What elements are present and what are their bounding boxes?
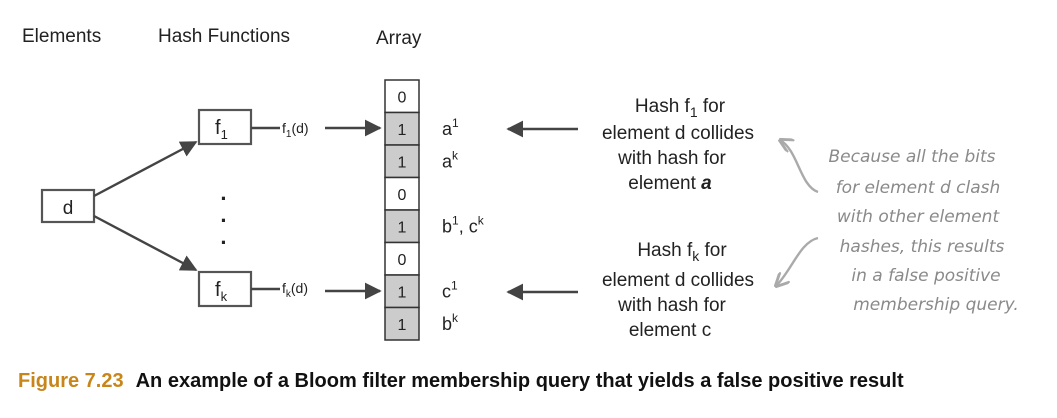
hash-fk-label: fk (215, 279, 228, 304)
array-cell-value: 0 (398, 89, 407, 106)
handnote-line-3: with other element (837, 207, 1001, 227)
array-cell (384, 111, 420, 146)
figure-caption-text: An example of a Bloom filter membership … (135, 370, 904, 392)
array-cell-value: 1 (398, 122, 407, 139)
cell-label: bk (442, 311, 459, 334)
cell-label: ak (442, 148, 459, 171)
cell-label: a1 (442, 116, 459, 139)
array-cell (384, 209, 420, 244)
note2-line2: element d collides (602, 270, 754, 291)
collision-note-2: Hash fk for element d collides with hash… (602, 240, 754, 341)
array-cell-value: 1 (398, 284, 407, 301)
figure-number: Figure 7.23 (18, 370, 124, 392)
ellipsis-dot-2: · (220, 208, 227, 233)
arrow-d-to-f1 (93, 140, 198, 198)
handnote-line-6: membership query. (853, 295, 1019, 315)
handnote-arrow-up (780, 140, 819, 194)
element-d-label: d (63, 198, 74, 219)
ellipsis-dot-3: · (220, 230, 227, 255)
array-cell-value: 0 (398, 187, 407, 204)
array-cell (384, 274, 420, 309)
cell-label: c1 (442, 278, 458, 301)
note1-line1: Hash f1 for (635, 96, 726, 120)
ellipsis-dot-1: · (220, 186, 227, 211)
figure-caption: Figure 7.23 An example of a Bloom filter … (18, 370, 1048, 393)
array-cell (384, 144, 420, 179)
handnote-line-5: in a false positive (851, 266, 1000, 286)
cell-label: b1, ck (442, 213, 485, 236)
array-cell-value: 1 (398, 317, 407, 334)
note1-line4: element a (628, 173, 712, 194)
fk-call-label: fk(d) (282, 280, 308, 300)
array-cell-value: 0 (398, 252, 407, 269)
note2-line4: element c (629, 320, 711, 341)
handnote-line-4: hashes, this results (840, 237, 1005, 257)
bit-array: 0 1 1 0 1 0 1 1 (384, 79, 420, 341)
handnote-line-1: Because all the bits (829, 147, 996, 167)
element-d-box (40, 188, 96, 224)
hash-f1-label: f1 (215, 117, 228, 142)
header-elements: Elements (22, 26, 101, 47)
collision-note-1: Hash f1 for element d collides with hash… (602, 96, 754, 194)
array-cell-value: 1 (398, 219, 407, 236)
header-array: Array (376, 28, 422, 49)
array-cell-value: 1 (398, 154, 407, 171)
note1-line2: element d collides (602, 123, 754, 144)
array-cell (384, 176, 420, 211)
hash-f1-box (197, 108, 253, 146)
note2-line1: Hash fk for (637, 240, 727, 264)
false-positive-annotation: Because all the bits for element d clash… (829, 147, 1019, 315)
note1-line3: with hash for (617, 148, 726, 169)
note2-line3: with hash for (617, 295, 726, 316)
handnote-arrow-down (776, 236, 819, 286)
array-cell (384, 306, 420, 341)
f1-call-label: f1(d) (282, 120, 309, 140)
arrow-d-to-fk (93, 214, 198, 272)
handnote-line-2: for element d clash (836, 178, 1001, 198)
header-hash-functions: Hash Functions (158, 26, 290, 47)
cell-labels: a1 ak b1, ck c1 bk (442, 116, 485, 334)
